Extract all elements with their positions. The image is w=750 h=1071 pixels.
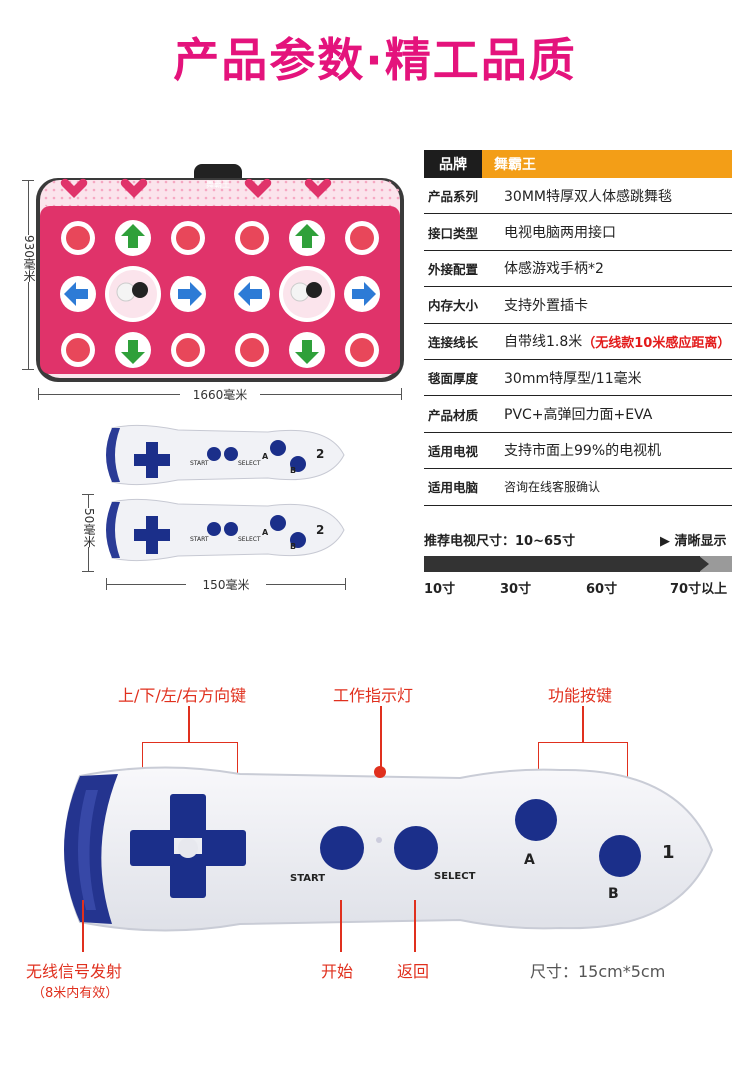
leader-line [414,900,416,952]
controller-height-label: 50毫米 [78,508,98,548]
spec-key: 连接线长 [428,334,479,350]
select-button-label: SELECT [434,871,476,882]
spec-key: 毯面厚度 [428,371,479,387]
spec-row: 产品材质 PVC+高弹回力面+EVA [424,396,732,433]
tv-size-label: 推荐电视尺寸：10~65寸 [424,534,576,549]
spec-key: 内存大小 [428,298,479,314]
function-keys-label: 功能按键 [548,686,613,705]
tv-tick: 30寸 [500,582,532,597]
size-label: 尺寸：15cm*5cm [530,962,666,981]
spec-value: 支持市面上99%的电视机 [504,443,662,460]
mat-width-label: 1660毫米 [180,386,260,403]
small2-number-label: 2 [316,523,325,537]
a-button-label: A [524,852,535,868]
spec-value: PVC+高弹回力面+EVA [504,407,653,424]
spec-value: 30MM特厚双人体感跳舞毯 [504,188,672,205]
spec-row: 连接线长 自带线1.8米（无线款10米感应距离） [424,324,732,360]
leader-line [582,706,584,742]
spec-key: 接口类型 [428,225,479,241]
spec-row: 外接配置 体感游戏手柄*2 [424,251,732,288]
spec-row: 接口类型 电视电脑两用接口 [424,214,732,251]
tv-tick: 60寸 [586,582,618,597]
page-title: 产品参数·精工品质 [173,33,577,87]
controller-width-dimension: 150毫米 [106,576,346,593]
tv-size-bar [424,556,732,572]
player-number-label: 1 [662,842,675,863]
leader-line [188,706,190,742]
mat-height-label: 930毫米 [18,235,38,282]
small-controller-1 [106,424,345,486]
tv-tick: 70寸以上 [670,582,728,597]
spec-header-key: 品牌 [424,150,482,178]
dance-mat-image [36,164,404,382]
spec-value: 自带线1.8米 [504,334,583,351]
indicator-label: 工作指示灯 [333,686,414,705]
controller-width-label: 150毫米 [186,576,266,593]
spec-row: 适用电脑 咨询在线客服确认 [424,469,732,506]
spec-key: 产品系列 [428,189,479,205]
small1-b-label: B [290,466,297,475]
controller-height-dimension: 50毫米 [76,494,100,572]
spec-value: 咨询在线客服确认 [504,480,601,495]
play-triangle-icon: ▶ [660,534,670,549]
wireless-label: 无线信号发射 [26,962,123,981]
tv-clear-text: 清晰显示 [674,534,727,549]
leader-line [82,900,84,952]
start-label: 开始 [321,962,354,981]
small1-number-label: 2 [316,447,325,461]
small2-select-label: SELECT [238,536,261,543]
spec-value: 支持外置插卡 [504,297,588,314]
spec-value: 30mm特厚型/11毫米 [504,370,642,387]
small2-start-label: START [190,536,209,543]
spec-table: 品牌 舞霸王 产品系列 30MM特厚双人体感跳舞毯 接口类型 电视电脑两用接口 外接… [424,150,732,506]
spec-row: 适用电视 支持市面上99%的电视机 [424,433,732,470]
spec-key: 外接配置 [428,261,479,277]
mat-height-dimension: 930毫米 [14,180,44,370]
spec-row: 产品系列 30MM特厚双人体感跳舞毯 [424,178,732,215]
start-button-label: START [290,873,326,884]
leader-line [380,706,382,772]
controller-large-image [64,766,714,932]
back-label: 返回 [397,962,430,981]
spec-row: 毯面厚度 30mm特厚型/11毫米 [424,360,732,397]
leader-line [340,900,342,952]
spec-value: 电视电脑两用接口 [504,225,616,242]
small2-a-label: A [262,528,269,537]
spec-key: 适用电脑 [428,480,479,496]
tv-tick: 10寸 [424,582,456,597]
small1-start-label: START [190,460,209,467]
spec-value: 体感游戏手柄*2 [504,261,604,278]
mat-brand-label: 舞霸王 [206,180,230,189]
small1-select-label: SELECT [238,460,261,467]
b-button-label: B [608,886,619,902]
small1-a-label: A [262,452,269,461]
direction-keys-label: 上/下/左/右方向键 [118,686,247,705]
tv-clear-label: ▶ 清晰显示 [660,530,727,549]
spec-key: 适用电视 [428,443,479,459]
function-bracket [538,742,628,789]
wireless-range-label: （8米内有效） [32,986,119,1001]
spec-key: 产品材质 [428,407,479,423]
spec-value-note: （无线款10米感应距离） [582,335,731,351]
small2-b-label: B [290,542,297,551]
small-controller-2 [106,498,345,562]
mat-width-dimension: 1660毫米 [38,386,402,403]
spec-row: 内存大小 支持外置插卡 [424,287,732,324]
tv-bar-arrow-icon [699,556,709,572]
spec-header: 品牌 舞霸王 [424,150,732,178]
spec-header-value: 舞霸王 [482,150,732,178]
direction-bracket [142,742,238,789]
